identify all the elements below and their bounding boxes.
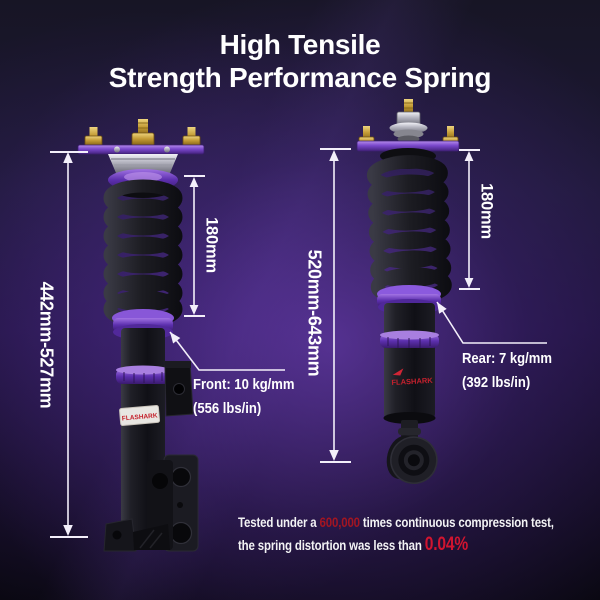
rear-spring xyxy=(366,155,452,305)
footnote-text: Tested under a 600,000 times continuous … xyxy=(238,511,554,557)
rear-rate-label: Rear: 7 kg/mm (392 lbs/in) xyxy=(462,347,552,395)
rear-spec-leader-line xyxy=(436,301,547,344)
rear-top-studs xyxy=(358,99,459,147)
front-side-bracket xyxy=(164,361,194,417)
front-spring-dimension-line xyxy=(184,175,205,317)
footnote-highlight-cycles: 600,000 xyxy=(319,514,361,530)
page-title-line2: Strength Performance Spring xyxy=(108,62,492,93)
rear-brand-logo: FLASHARK xyxy=(391,368,433,387)
rear-lock-collar xyxy=(380,330,439,348)
footnote-highlight-distortion: 0.04% xyxy=(424,534,469,555)
rear-bottom-eyelet xyxy=(383,412,438,484)
footnote-line1: Tested under a 600,000 times continuous … xyxy=(238,514,554,530)
rear-spring-dimension-line xyxy=(459,149,480,290)
front-spec-leader-line xyxy=(169,331,285,371)
footnote-line2: the spring distortion was less than 0.04… xyxy=(238,534,469,555)
rear-spring-length-label: 180mm xyxy=(477,183,496,239)
page-title-line1: High Tensile xyxy=(219,29,381,60)
front-top-studs xyxy=(84,119,201,147)
rear-overall-dimension-line xyxy=(320,148,351,463)
front-overall-dimension-line xyxy=(50,151,88,538)
front-brand-sticker: FLASHARK xyxy=(119,404,161,426)
front-spring-length-label: 180mm xyxy=(202,217,221,273)
front-lock-collar xyxy=(116,365,170,384)
front-knuckle-bracket xyxy=(103,454,199,552)
front-spring xyxy=(103,179,183,328)
front-coilover-illustration: FLASHARK xyxy=(77,119,205,552)
rear-overall-length-label: 520mm-643mm xyxy=(304,249,325,377)
front-overall-length-label: 442mm-527mm xyxy=(36,281,57,409)
front-rate-label: Front: 10 kg/mm (556 lbs/in) xyxy=(193,373,295,421)
rear-shock-body xyxy=(384,303,435,418)
rear-rate-line1: Rear: 7 kg/mm xyxy=(462,351,552,367)
rear-brand-label: FLASHARK xyxy=(391,376,433,387)
front-brand-label: FLASHARK xyxy=(122,412,159,422)
front-top-plate xyxy=(77,144,205,155)
page-title: High Tensile Strength Performance Spring xyxy=(0,28,600,94)
front-rate-line2: (556 lbs/in) xyxy=(193,401,262,417)
rear-coilover-illustration: FLASHARK xyxy=(356,99,460,484)
rear-rate-line2: (392 lbs/in) xyxy=(462,375,531,391)
front-rate-line1: Front: 10 kg/mm xyxy=(193,377,295,393)
